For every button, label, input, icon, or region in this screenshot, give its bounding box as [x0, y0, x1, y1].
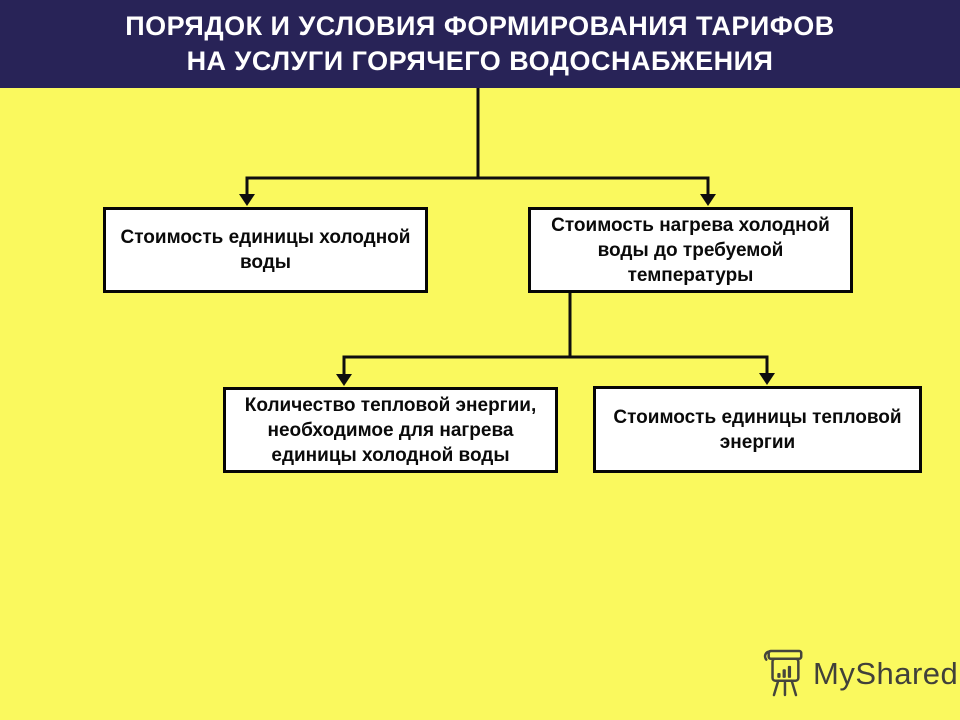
myshared-watermark[interactable]: MyShared	[762, 646, 958, 702]
node-label: Стоимость единицы холодной воды	[120, 227, 411, 273]
title-line-2: НА УСЛУГИ ГОРЯЧЕГО ВОДОСНАБЖЕНИЯ	[186, 46, 774, 76]
presentation-easel-icon	[763, 649, 803, 697]
node-cold-water-unit-cost: Стоимость единицы холодной воды	[103, 207, 428, 293]
node-heat-energy-unit-cost: Стоимость единицы тепловой энергии	[593, 386, 922, 473]
title-line-1: ПОРЯДОК И УСЛОВИЯ ФОРМИРОВАНИЯ ТАРИФОВ	[125, 11, 835, 41]
node-heating-cost: Стоимость нагрева холодной воды до требу…	[528, 207, 853, 293]
node-label: Стоимость нагрева холодной воды до требу…	[551, 214, 830, 286]
node-heat-energy-quantity: Количество тепловой энергии, необходимое…	[223, 387, 558, 473]
myshared-brand-text: MyShared	[813, 656, 959, 691]
node-label: Количество тепловой энергии, необходимое…	[244, 394, 537, 466]
slide-title-banner: ПОРЯДОК И УСЛОВИЯ ФОРМИРОВАНИЯ ТАРИФОВ Н…	[0, 0, 960, 88]
node-label: Стоимость единицы тепловой энергии	[613, 406, 902, 453]
